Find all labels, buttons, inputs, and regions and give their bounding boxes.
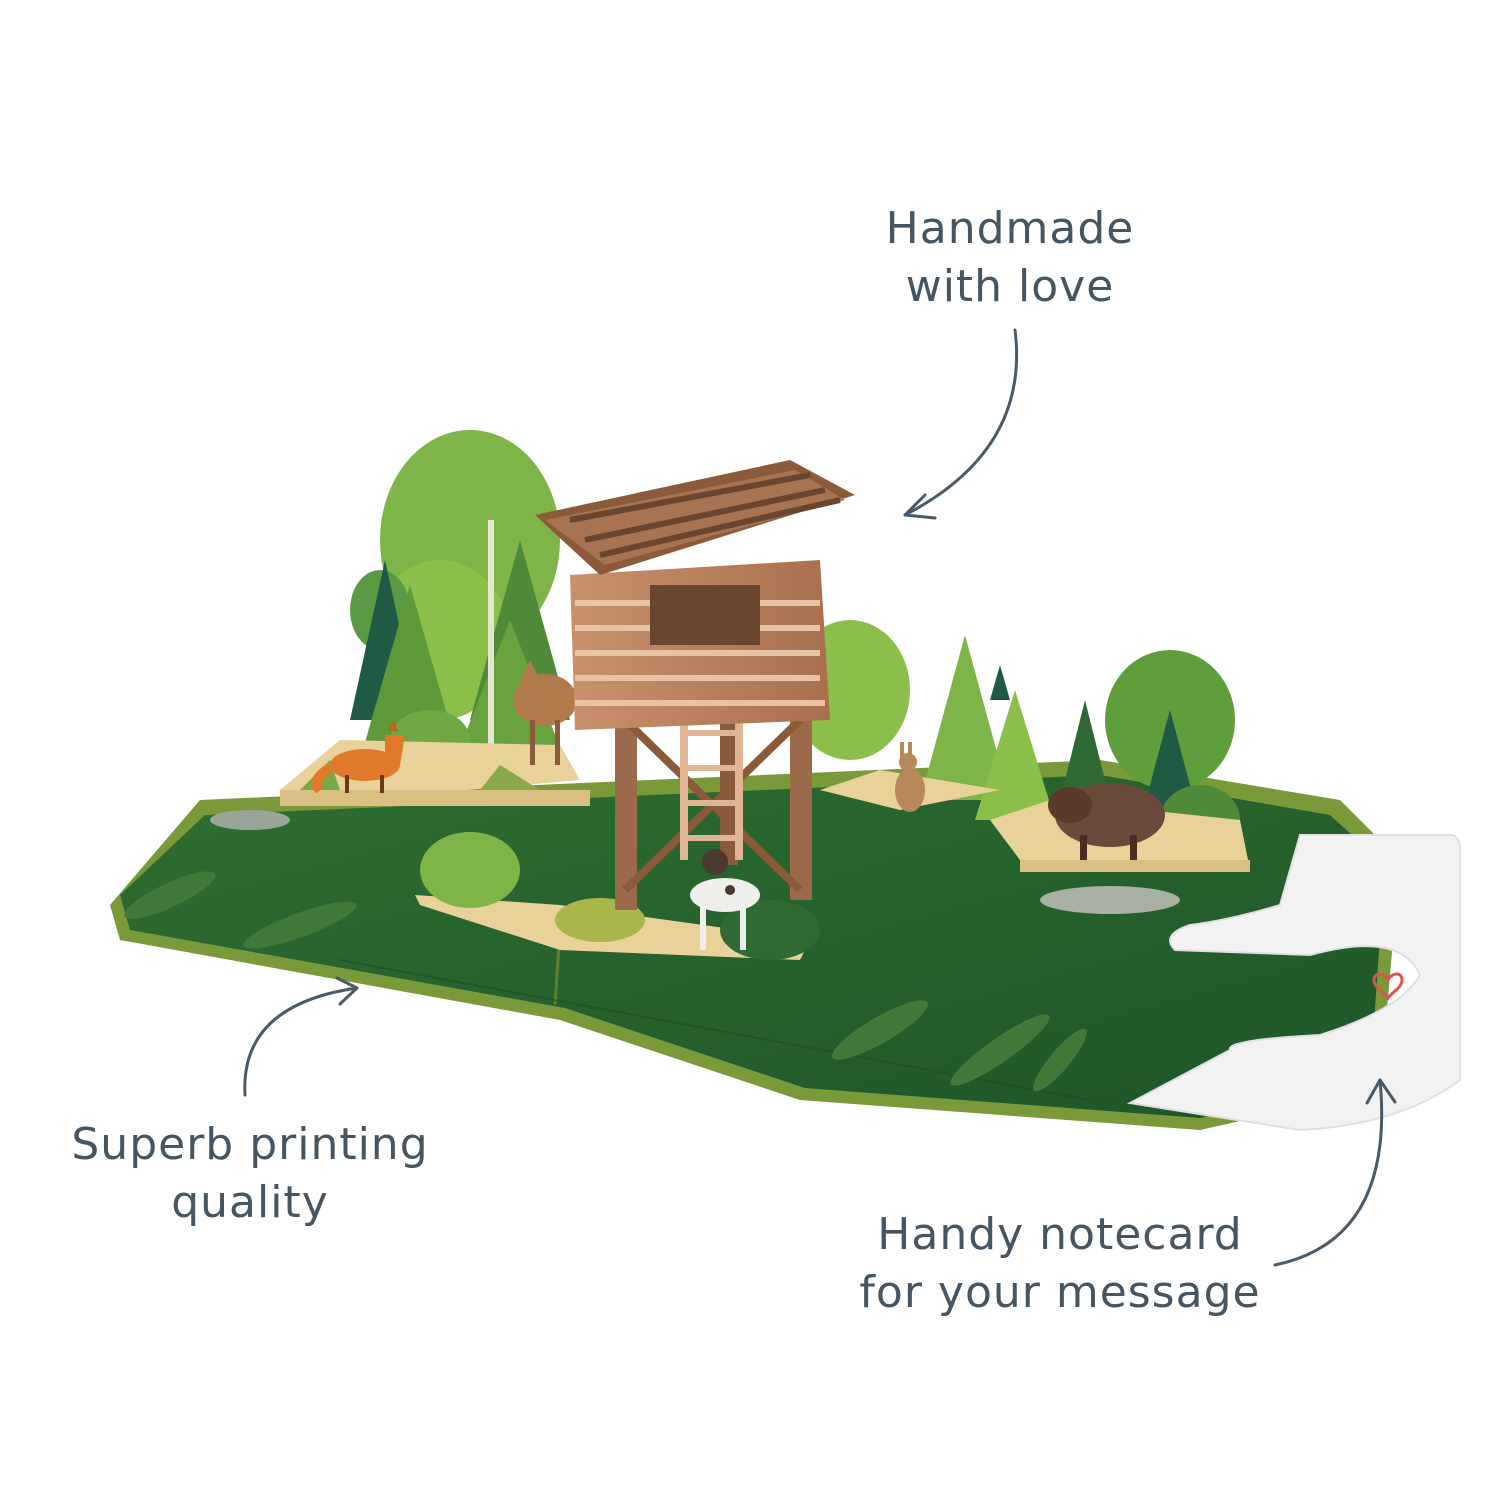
- callout-notecard: Handy notecard for your message: [835, 1206, 1285, 1322]
- island-center: [415, 832, 820, 960]
- callout-handmade-line1: Handmade: [885, 203, 1135, 254]
- boar-figure: [1048, 783, 1165, 860]
- callout-handmade: Handmade with love: [820, 200, 1200, 316]
- hare-figure: [895, 742, 925, 812]
- notecard: [1126, 834, 1461, 1132]
- callout-notecard-line2: for your message: [859, 1267, 1261, 1318]
- callout-handmade-line2: with love: [905, 261, 1115, 312]
- deer-figure: [513, 660, 577, 765]
- watchtower-figure: [535, 460, 855, 910]
- callout-printing: Superb printing quality: [40, 1116, 460, 1232]
- callout-printing-line2: quality: [171, 1177, 329, 1228]
- dog-figure: [690, 849, 760, 950]
- callout-printing-line1: Superb printing: [71, 1119, 429, 1170]
- heart-outline-icon: [1372, 972, 1404, 1001]
- callout-notecard-line1: Handy notecard: [877, 1209, 1243, 1260]
- fox-figure: [311, 720, 405, 794]
